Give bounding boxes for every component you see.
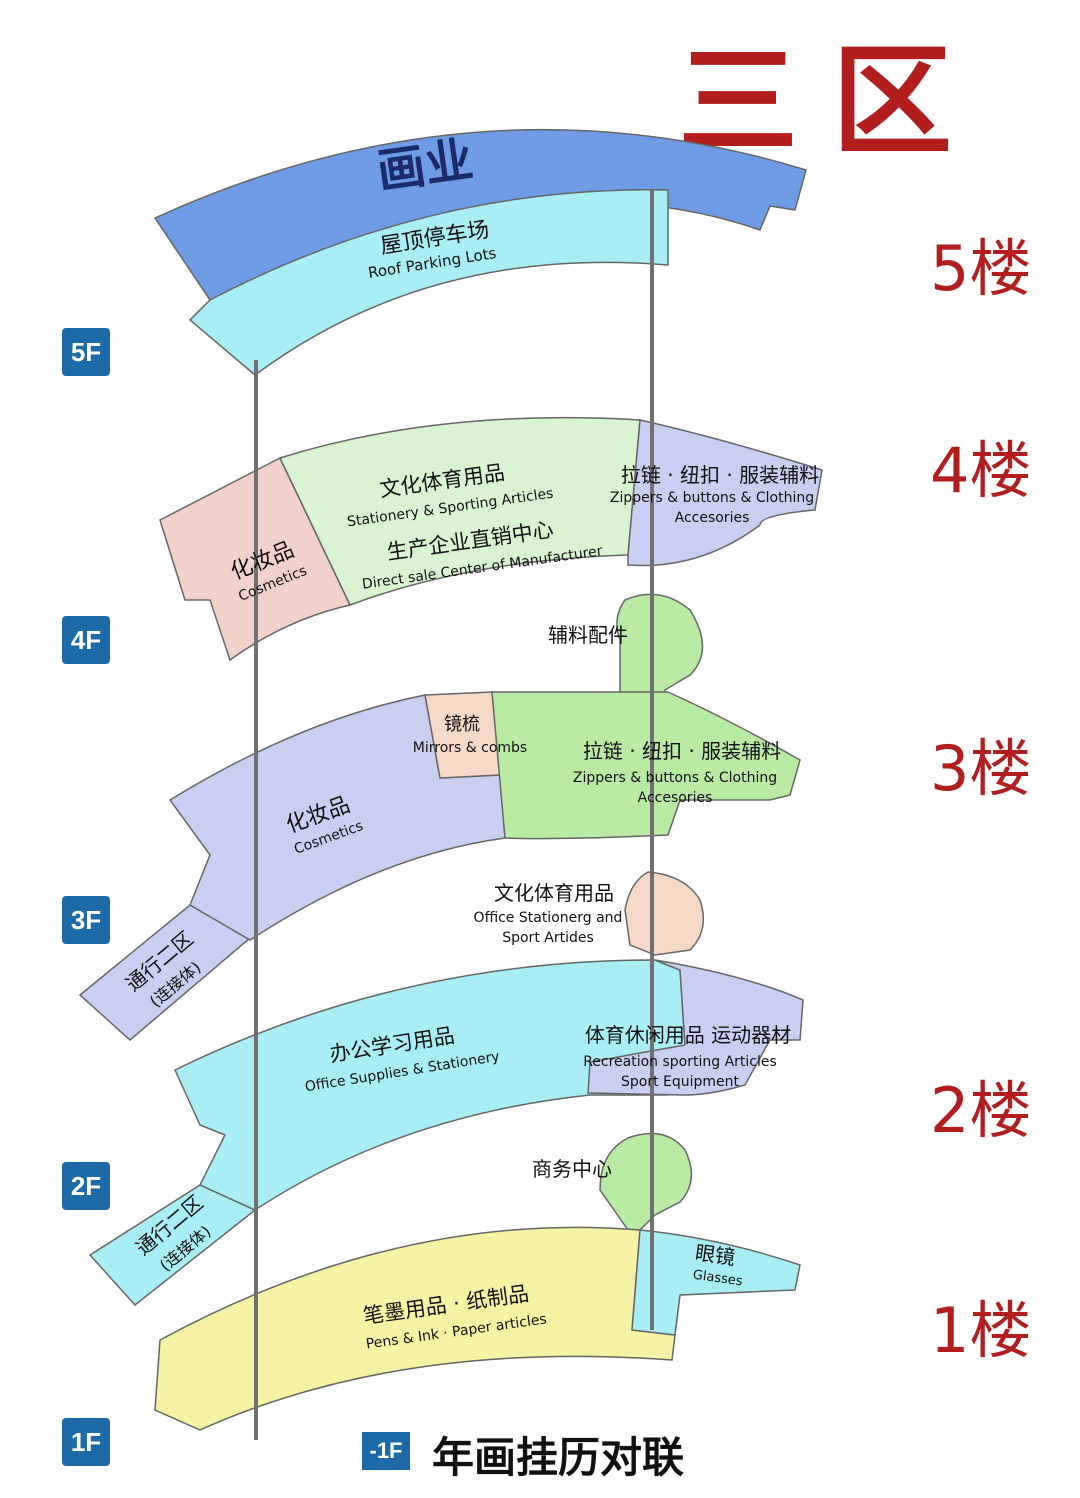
floor3-mirrors-en: Mirrors & combs [413,740,527,756]
basement-label: 年画挂历对联 [432,1433,685,1482]
floor2-passage-zone[interactable] [88,1184,257,1307]
floor2-block [88,959,804,1307]
floor-label-1: 1楼 [930,1294,1032,1367]
floor4-block [159,416,823,662]
connector-3-2-en-2: Sport Artides [502,930,594,946]
basement-badge[interactable]: -1F [362,1432,410,1470]
floor-badge-3f[interactable]: 3F [62,896,110,944]
floor5-banner-text: 画业 [374,132,477,201]
floor4-zippers-cn: 拉链 · 纽扣 · 服装辅料 [621,463,819,487]
floor2-sports-en-1: Recreation sporting Articles [583,1054,777,1070]
floor3-block [78,691,801,1041]
floor2-sports-en-2: Sport Equipment [621,1074,740,1090]
floor4-zippers-en-2: Accesories [675,510,750,526]
floor-badge-5f[interactable]: 5F [62,328,110,376]
poles [254,190,654,1440]
connector-2-1-shape [599,1132,693,1231]
connector-3-2-cn: 文化体育用品 [494,881,614,905]
floor2-sports-zone[interactable] [587,959,804,1096]
connector-4-3-shape [616,593,704,701]
floor1-pens-zone[interactable] [154,1226,676,1431]
floor5-block [153,128,807,376]
connector-3-2-shape [624,871,705,956]
floor4-zippers-en-1: Zippers & buttons & Clothing [610,490,814,506]
floor4-zippers-zone[interactable] [627,419,823,567]
floor-label-5: 5楼 [930,232,1032,305]
floor-badge-4f[interactable]: 4F [62,616,110,664]
floor-badge-1f[interactable]: 1F [62,1418,110,1466]
floor-label-3: 3楼 [930,732,1032,805]
floor1-glasses-en: Glasses [692,1268,744,1290]
floor3-zippers-en-1: Zippers & buttons & Clothing [573,770,777,786]
floor1-glasses-zone[interactable] [631,1229,801,1336]
floor1-block [154,1226,801,1431]
floor1-glasses-cn: 眼镜 [694,1240,737,1269]
floor3-zippers-cn: 拉链 · 纽扣 · 服装辅料 [583,739,781,763]
floor3-mirrors-cn: 镜梳 [444,714,480,735]
connector-3-2-en-1: Office Stationerg and [474,910,623,926]
floor-badge-2f[interactable]: 2F [62,1162,110,1210]
floor3-zippers-en-2: Accesories [638,790,713,806]
connector-4-3-label: 辅料配件 [548,623,628,647]
connector-2-1-label: 商务中心 [532,1157,612,1181]
floor2-sports-cn: 体育休闲用品 运动器材 [585,1023,791,1047]
floor3-zippers-zone[interactable] [491,691,801,840]
floor-label-4: 4楼 [930,434,1032,507]
floor-label-2: 2楼 [930,1074,1032,1147]
floor5-roof-parking[interactable] [188,189,669,376]
